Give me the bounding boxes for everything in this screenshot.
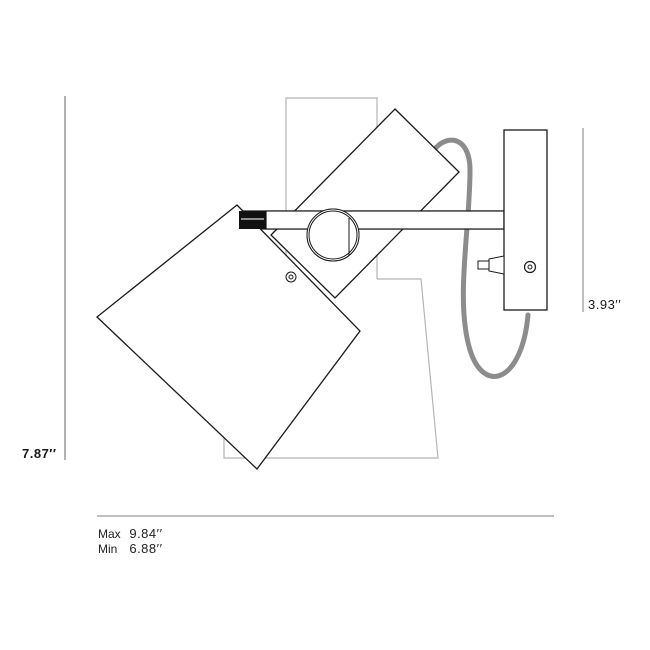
width-max-value: 9.84′′ — [129, 526, 163, 541]
power-cord — [425, 137, 531, 379]
height-backplate-label: 3.93′′ — [588, 297, 622, 312]
width-min-row: Min 6.88′′ — [98, 541, 163, 556]
width-max-label: Max — [98, 527, 121, 541]
height-total-label: 7.87′′ — [22, 446, 57, 461]
wall-backplate — [503, 129, 548, 311]
head-screw-icon — [285, 271, 297, 283]
backplate-screw-icon — [523, 260, 537, 274]
switch-icon — [477, 255, 505, 275]
width-max-row: Max 9.84′′ — [98, 526, 163, 541]
width-min-label: Min — [98, 542, 118, 556]
width-min-value: 6.88′′ — [129, 541, 163, 556]
lower-lamp-head — [96, 204, 361, 470]
